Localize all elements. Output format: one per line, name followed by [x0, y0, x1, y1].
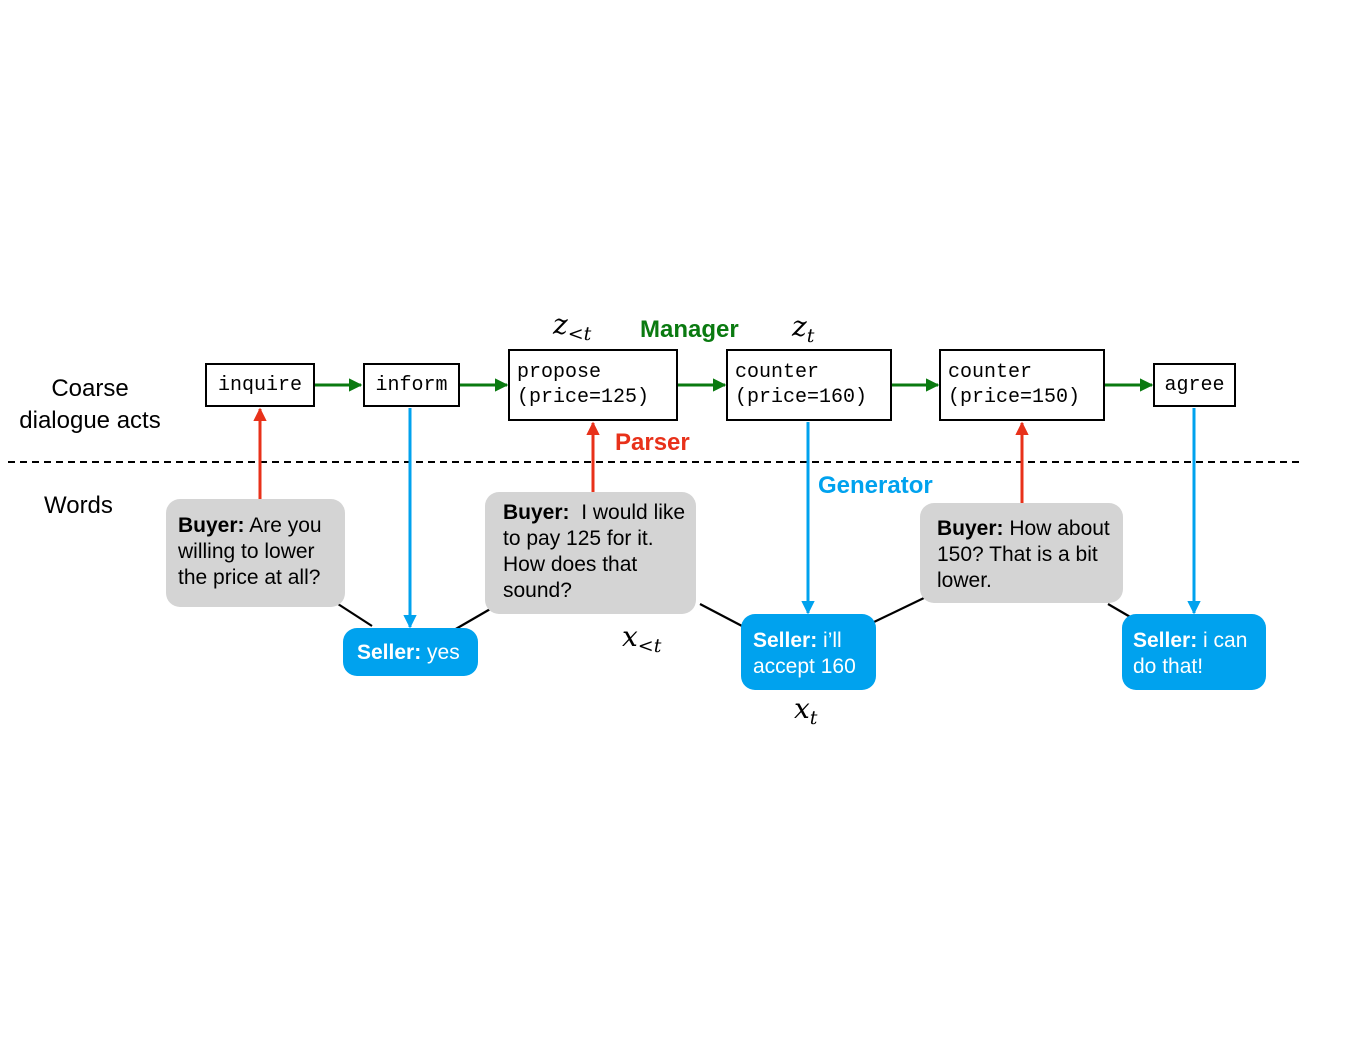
utterance-text: i can do that! — [1133, 629, 1248, 678]
act-box-counter-160: counter (price=160) — [726, 349, 892, 421]
speaker-label: Buyer: — [178, 514, 245, 537]
act-label: inquire — [217, 373, 302, 397]
seller-utterance-2: Seller: i’ll accept 160 — [741, 614, 876, 690]
buyer-utterance-1: Buyer: Are you willing to lower the pric… — [166, 499, 345, 607]
seller-utterance-1: Seller: yes — [343, 628, 478, 676]
turn-connector — [453, 607, 493, 631]
act-box-counter-150: counter (price=150) — [939, 349, 1105, 421]
act-label: counter — [735, 361, 820, 384]
coarse-label-line2: dialogue acts — [19, 407, 161, 434]
utterance-text: How about 150? That is a bit lower. — [937, 517, 1110, 592]
speaker-label: Buyer: — [937, 517, 1004, 540]
speaker-label: Seller: — [1133, 629, 1198, 652]
act-label: inform — [375, 373, 448, 397]
turn-connector — [873, 596, 927, 623]
z-prev-label: z<t — [553, 308, 592, 345]
speaker-label: Seller: — [753, 629, 818, 652]
utterance-text: i’ll accept 160 — [753, 629, 856, 678]
seller-utterance-3: Seller: i can do that! — [1122, 614, 1266, 690]
act-box-inform: inform — [363, 363, 460, 407]
coarse-label-line1: Coarse — [51, 375, 129, 402]
act-box-propose: propose (price=125) — [508, 349, 678, 421]
act-argument: (price=160) — [735, 386, 868, 409]
turn-connector — [699, 603, 743, 627]
utterance-text: I would like to pay 125 for it. How does… — [503, 501, 691, 602]
act-argument: (price=150) — [948, 386, 1081, 409]
speaker-label: Seller: — [357, 641, 422, 664]
act-box-agree: agree — [1153, 363, 1236, 407]
z-curr-label: zt — [792, 310, 815, 347]
utterance-text: yes — [421, 641, 460, 664]
parser-label: Parser — [615, 429, 690, 456]
x-curr-label: xt — [794, 692, 818, 729]
speaker-label: Buyer: — [503, 501, 570, 524]
act-box-inquire: inquire — [205, 363, 315, 407]
buyer-utterance-2: Buyer: I would like to pay 125 for it. H… — [485, 492, 696, 614]
utterance-text: Are you willing to lower the price at al… — [178, 514, 322, 589]
x-prev-label: x<t — [622, 620, 662, 657]
act-label: propose — [517, 361, 602, 384]
turn-connector — [337, 603, 373, 627]
act-label: agree — [1164, 373, 1225, 397]
buyer-utterance-3: Buyer: How about 150? That is a bit lowe… — [920, 503, 1123, 603]
words-label: Words — [44, 492, 113, 519]
generator-label: Generator — [818, 472, 933, 499]
act-label: counter — [948, 361, 1033, 384]
act-argument: (price=125) — [517, 386, 650, 409]
coarse-dialogue-acts-label: Coarse dialogue acts — [4, 373, 176, 437]
manager-label: Manager — [640, 316, 739, 343]
